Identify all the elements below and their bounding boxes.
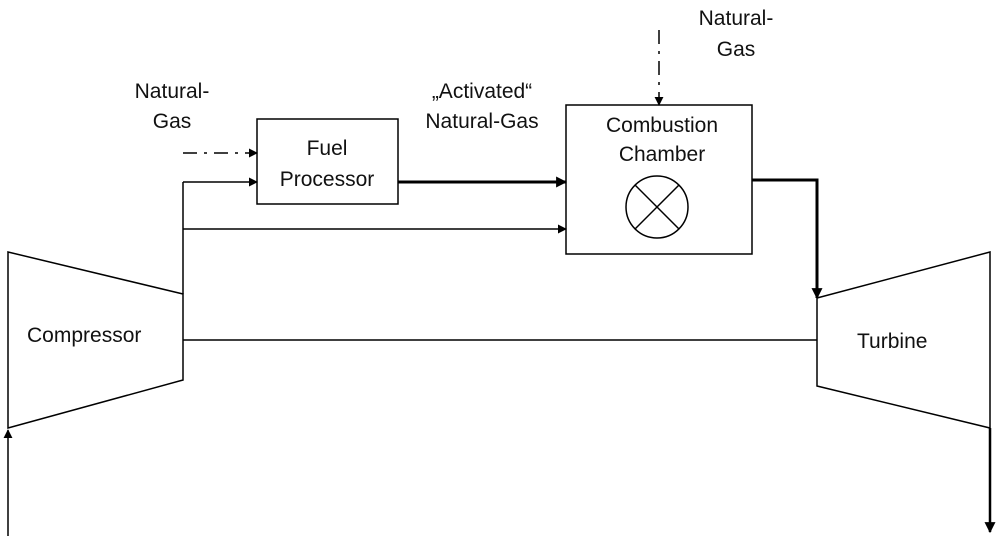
natural-gas-left-label-line2: Gas — [153, 110, 192, 133]
natural-gas-top-label-line2: Gas — [717, 38, 756, 61]
combustion-chamber-label-line1: Combustion — [606, 114, 718, 137]
natural-gas-left-label-line1: Natural- — [135, 80, 210, 103]
burner-icon — [625, 175, 689, 239]
combustion-chamber-label-line2: Chamber — [619, 143, 705, 166]
natural-gas-top-label-line1: Natural- — [699, 7, 774, 30]
compressor-label: Compressor — [27, 324, 141, 347]
fuel-processor-box — [256, 118, 399, 205]
activated-gas-label-line2: Natural-Gas — [425, 110, 538, 133]
fuel-processor-label-line1: Fuel — [307, 137, 348, 160]
hot-gas-to-turbine-arrow — [752, 178, 823, 300]
turbine-label: Turbine — [857, 330, 927, 353]
activated-gas-label-line1: „Activated“ — [432, 80, 532, 103]
fuel-processor-label-line2: Processor — [280, 168, 375, 191]
compressor-shape — [7, 251, 184, 429]
